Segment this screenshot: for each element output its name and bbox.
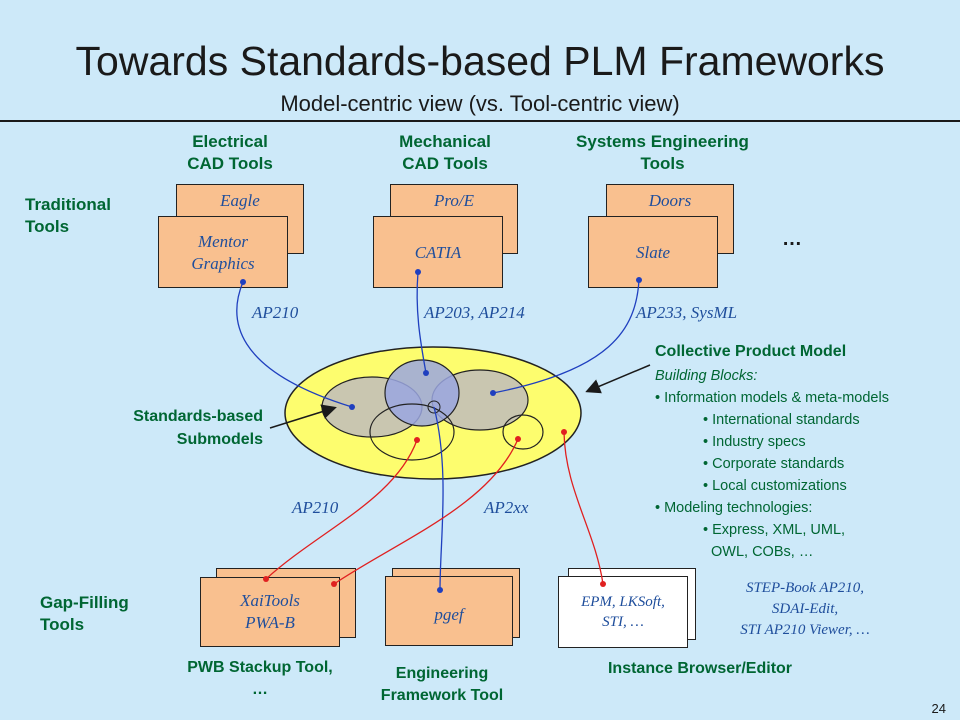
link-dot bbox=[490, 390, 496, 396]
pgef-label: pgef bbox=[434, 605, 464, 624]
category-mechanical-line1: Mechanical bbox=[399, 132, 491, 151]
list-item: • Local customizations bbox=[703, 478, 847, 494]
step-note-line3: STI AP210 Viewer, … bbox=[740, 622, 870, 638]
tool-box-slate: Slate bbox=[588, 216, 718, 288]
building-blocks-label: Building Blocks: bbox=[655, 368, 758, 384]
epm-line1: EPM, LKSoft, bbox=[581, 594, 665, 610]
xai-line2: PWA-B bbox=[245, 613, 295, 632]
submodels-label: Standards-based Submodels bbox=[70, 405, 263, 451]
gap-filling-line1: Gap-Filling bbox=[40, 593, 129, 612]
step-note: STEP-Book AP210, SDAI-Edit, STI AP210 Vi… bbox=[710, 578, 900, 641]
protocol-ap233-sysml: AP233, SysML bbox=[636, 303, 738, 322]
category-electrical: Electrical CAD Tools bbox=[160, 131, 300, 175]
submodel-stackup bbox=[369, 403, 455, 461]
link-xai-stackup bbox=[265, 439, 418, 580]
list-item: OWL, COBs, … bbox=[711, 544, 814, 560]
tool-box-pgef: pgef bbox=[385, 576, 513, 646]
pwb-stackup-label: PWB Stackup Tool, … bbox=[160, 657, 360, 701]
category-electrical-line1: Electrical bbox=[192, 132, 268, 151]
link-slate-systems bbox=[492, 279, 640, 394]
category-mechanical: Mechanical CAD Tools bbox=[375, 131, 515, 175]
link-epm-model bbox=[563, 431, 604, 585]
mentor-line2: Graphics bbox=[191, 254, 255, 273]
protocol-ap203-ap214: AP203, AP214 bbox=[424, 303, 525, 322]
gap-filling-line2: Tools bbox=[40, 615, 85, 634]
link-dot bbox=[561, 429, 567, 435]
doors-label: Doors bbox=[648, 191, 692, 210]
tool-box-xai: XaiTools PWA-B bbox=[200, 577, 340, 647]
tool-box-epm: EPM, LKSoft, STI, … bbox=[558, 576, 688, 648]
submodels-line1: Standards-based bbox=[133, 408, 263, 425]
category-systems: Systems Engineering Tools bbox=[545, 131, 780, 175]
more-tools-ellipsis: … bbox=[782, 228, 802, 250]
link-dot bbox=[414, 437, 420, 443]
collective-title: Collective Product Model bbox=[655, 343, 847, 360]
protocol-ap210-top: AP210 bbox=[252, 303, 299, 322]
list-item: • Modeling technologies: bbox=[655, 500, 813, 516]
submodels-line2: Submodels bbox=[176, 431, 263, 448]
engineering-line2: Framework Tool bbox=[380, 687, 504, 704]
engineering-line1: Engineering bbox=[395, 665, 489, 682]
catia-label: CATIA bbox=[414, 243, 462, 262]
building-blocks-list: • Information models & meta-models • Int… bbox=[655, 387, 955, 563]
submodel-center bbox=[427, 400, 441, 414]
tool-box-catia: CATIA bbox=[373, 216, 503, 288]
pwb-line2: … bbox=[252, 681, 268, 698]
traditional-line1: Traditional bbox=[25, 195, 111, 214]
engineering-framework-label: Engineering Framework Tool bbox=[352, 663, 532, 707]
tool-box-mentor: Mentor Graphics bbox=[158, 216, 288, 288]
gap-filling-label: Gap-Filling Tools bbox=[40, 592, 129, 636]
traditional-tools-label: Traditional Tools bbox=[25, 194, 111, 238]
category-systems-line2: Tools bbox=[640, 154, 685, 173]
page-number: 24 bbox=[931, 701, 946, 716]
instance-browser-label: Instance Browser/Editor bbox=[607, 660, 793, 677]
collective-model-ellipse bbox=[284, 346, 582, 480]
protocol-ap2xx: AP2xx bbox=[484, 498, 529, 517]
protocol-ap210-bottom: AP210 bbox=[292, 498, 339, 517]
eagle-label: Eagle bbox=[220, 191, 260, 210]
category-mechanical-line2: CAD Tools bbox=[402, 154, 488, 173]
mentor-line1: Mentor bbox=[197, 232, 249, 251]
list-item: • Industry specs bbox=[703, 434, 806, 450]
list-item: • Corporate standards bbox=[703, 456, 845, 472]
submodel-systems bbox=[431, 369, 529, 431]
page-subtitle: Model-centric view (vs. Tool-centric vie… bbox=[280, 91, 680, 116]
submodel-mechanical bbox=[384, 359, 460, 427]
collective-model-block: Collective Product Model Building Blocks… bbox=[655, 341, 955, 563]
arrow-submodels bbox=[269, 404, 337, 429]
list-item: • International standards bbox=[703, 412, 860, 428]
list-item: • Express, XML, UML, bbox=[703, 522, 846, 538]
submodel-electrical bbox=[321, 376, 423, 438]
page-title: Towards Standards-based PLM Frameworks bbox=[75, 38, 885, 84]
link-dot bbox=[515, 436, 521, 442]
link-pgef-center bbox=[433, 406, 444, 591]
slate-label: Slate bbox=[636, 243, 670, 262]
submodel-small bbox=[502, 414, 544, 450]
xai-line1: XaiTools bbox=[240, 591, 300, 610]
proe-label: Pro/E bbox=[434, 191, 474, 210]
category-electrical-line2: CAD Tools bbox=[187, 154, 273, 173]
arrow-collective-model bbox=[585, 364, 651, 394]
list-item: • Information models & meta-models bbox=[655, 390, 889, 406]
category-systems-line1: Systems Engineering bbox=[576, 132, 749, 151]
step-note-line2: SDAI-Edit, bbox=[771, 601, 839, 617]
link-mentor-electrical bbox=[236, 281, 353, 408]
link-dot bbox=[349, 404, 355, 410]
traditional-line2: Tools bbox=[25, 217, 70, 236]
link-dot bbox=[423, 370, 429, 376]
pwb-line1: PWB Stackup Tool, bbox=[187, 659, 333, 676]
epm-line2: STI, … bbox=[602, 614, 644, 630]
title-divider bbox=[0, 120, 960, 122]
step-note-line1: STEP-Book AP210, bbox=[745, 580, 865, 596]
